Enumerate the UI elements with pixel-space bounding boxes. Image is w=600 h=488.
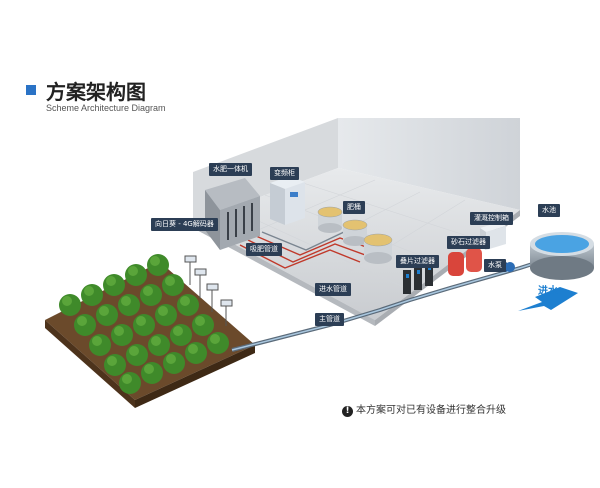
fertigation-machine <box>205 178 260 250</box>
label-inlet-pipe: 进水管道 <box>315 283 351 296</box>
fertilizer-buckets <box>317 206 393 264</box>
label-pump: 水泵 <box>484 259 506 272</box>
upgrade-note-text: 本方案可对已有设备进行整合升级 <box>356 405 506 416</box>
inflow-arrow-icon <box>518 287 578 311</box>
farmland <box>45 254 255 408</box>
label-fertilizer-bucket: 肥桶 <box>343 201 365 214</box>
label-sand-filter: 砂石过滤器 <box>447 236 490 249</box>
sand-filters <box>448 248 482 276</box>
info-icon: ! <box>342 406 353 417</box>
vfd-cabinet <box>270 176 305 225</box>
inflow-text: 进水 <box>538 286 558 297</box>
label-solar-controller: 向日葵 - 4G解码器 <box>151 218 218 231</box>
label-fert-suction-pipe: 吸肥管道 <box>246 243 282 256</box>
title-marker-icon <box>26 85 36 95</box>
solar-controllers <box>184 255 233 326</box>
label-main-pipe: 主管道 <box>315 313 344 326</box>
page-title: 方案架构图 <box>46 80 146 104</box>
page-subtitle: Scheme Architecture Diagram <box>46 103 166 113</box>
upgrade-note: !本方案可对已有设备进行整合升级 <box>342 401 506 417</box>
label-water-pool: 水池 <box>538 204 560 217</box>
label-disc-filter: 叠片过滤器 <box>396 255 439 268</box>
water-pool <box>530 232 594 280</box>
label-vfd-cabinet: 变频柜 <box>270 167 299 180</box>
label-fertigation-unit: 水肥一体机 <box>209 163 252 176</box>
label-irrigation-cabinet: 灌溉控制箱 <box>470 212 513 225</box>
disc-filters <box>403 262 433 294</box>
